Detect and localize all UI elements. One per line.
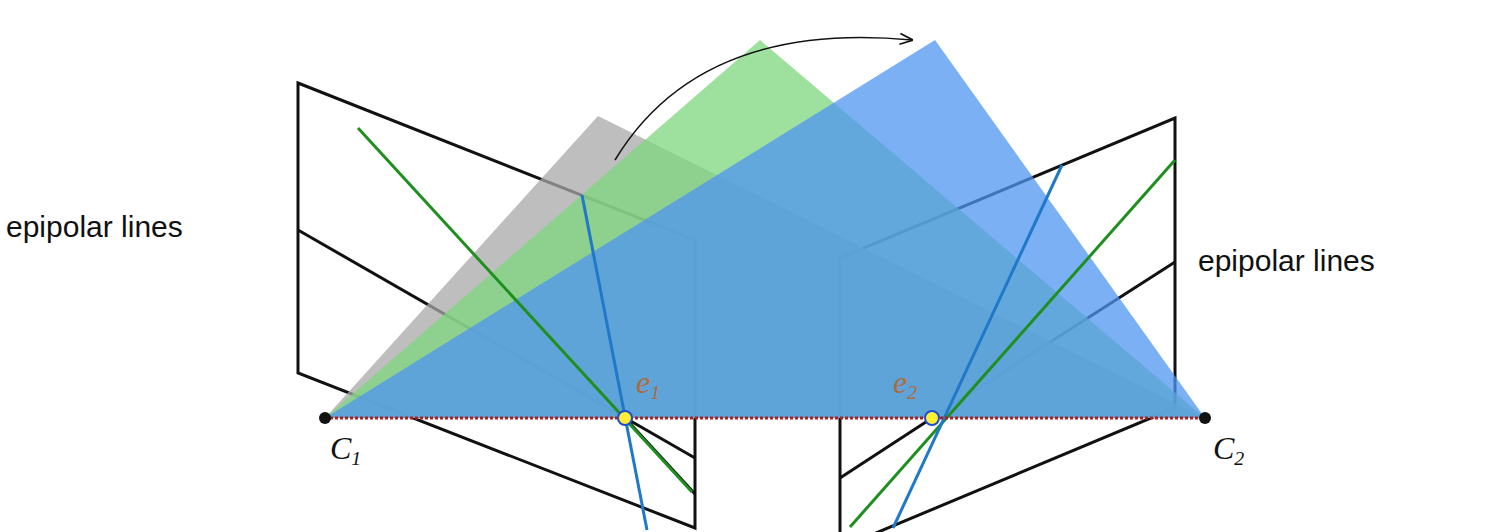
rotation-arrow xyxy=(615,38,912,161)
epipolar-plane xyxy=(325,40,1205,418)
camera-center xyxy=(1199,412,1211,424)
epipole xyxy=(618,411,632,425)
epipole-label: e2 xyxy=(893,366,917,402)
epipolar-line xyxy=(358,128,1175,530)
camera-label: C1 xyxy=(330,432,361,468)
epipolar-plane xyxy=(325,40,1205,418)
caption-label: epipolar lines xyxy=(1198,246,1375,276)
camera-label: C2 xyxy=(1213,432,1244,468)
camera-center xyxy=(319,412,331,424)
caption-label: epipolar lines xyxy=(6,212,183,242)
epipole-label: e1 xyxy=(636,366,660,402)
epipole xyxy=(925,411,939,425)
baseline xyxy=(325,417,1205,420)
